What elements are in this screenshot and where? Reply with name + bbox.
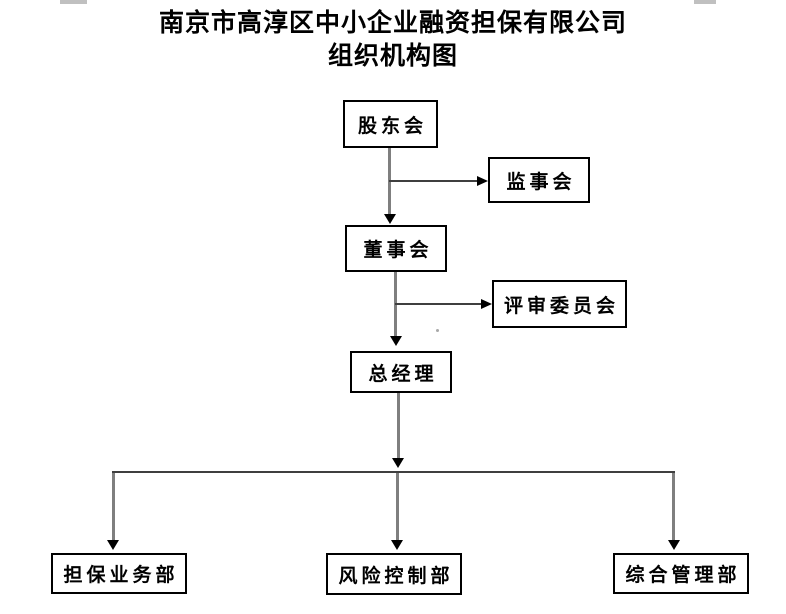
arrowhead-into-risk — [391, 540, 403, 550]
org-node-label: 监事会 — [506, 171, 576, 193]
arrowhead-into-admin — [668, 540, 680, 550]
connector-shareholders-supervisory — [389, 180, 477, 182]
arrowhead-into-guarantee — [107, 540, 119, 550]
org-node-label: 风险控制部 — [338, 565, 454, 587]
org-node-risk-control-dept: 风险控制部 — [326, 553, 462, 595]
org-node-general-admin-dept: 综合管理部 — [613, 553, 749, 594]
org-node-label: 总经理 — [368, 363, 438, 385]
arrowhead-into-supervisory — [477, 176, 488, 186]
page-title-line1: 南京市高淳区中小企业融资担保有限公司 — [158, 10, 627, 37]
page-title-line2: 组织机构图 — [327, 43, 458, 70]
stray-dot-artifact — [436, 329, 439, 332]
screenshot-artifact-bar — [694, 0, 716, 4]
org-node-label: 股东会 — [357, 115, 427, 137]
arrowhead-into-bar — [392, 458, 404, 468]
connector-bar-risk — [396, 473, 399, 540]
org-node-label: 评审委员会 — [503, 295, 619, 317]
org-node-label: 综合管理部 — [625, 565, 741, 586]
org-node-shareholders-meeting: 股东会 — [343, 100, 438, 148]
connector-bar-guarantee — [112, 473, 115, 540]
connector-bar-admin — [672, 473, 675, 540]
org-node-guarantee-business-dept: 担保业务部 — [51, 553, 187, 594]
org-node-review-committee: 评审委员会 — [492, 280, 627, 328]
arrowhead-into-review — [481, 299, 492, 309]
org-node-board-of-directors: 董事会 — [345, 225, 447, 272]
screenshot-artifact-bar — [60, 0, 87, 4]
org-node-label: 担保业务部 — [63, 565, 179, 586]
arrowhead-into-gm — [390, 336, 402, 346]
org-node-supervisory-board: 监事会 — [488, 157, 590, 203]
connector-gm-down — [397, 393, 400, 458]
distribution-bar — [112, 471, 675, 473]
org-node-general-manager: 总经理 — [350, 351, 452, 393]
arrowhead-into-board — [384, 214, 396, 224]
connector-board-review — [395, 303, 481, 305]
org-node-label: 董事会 — [363, 240, 433, 261]
